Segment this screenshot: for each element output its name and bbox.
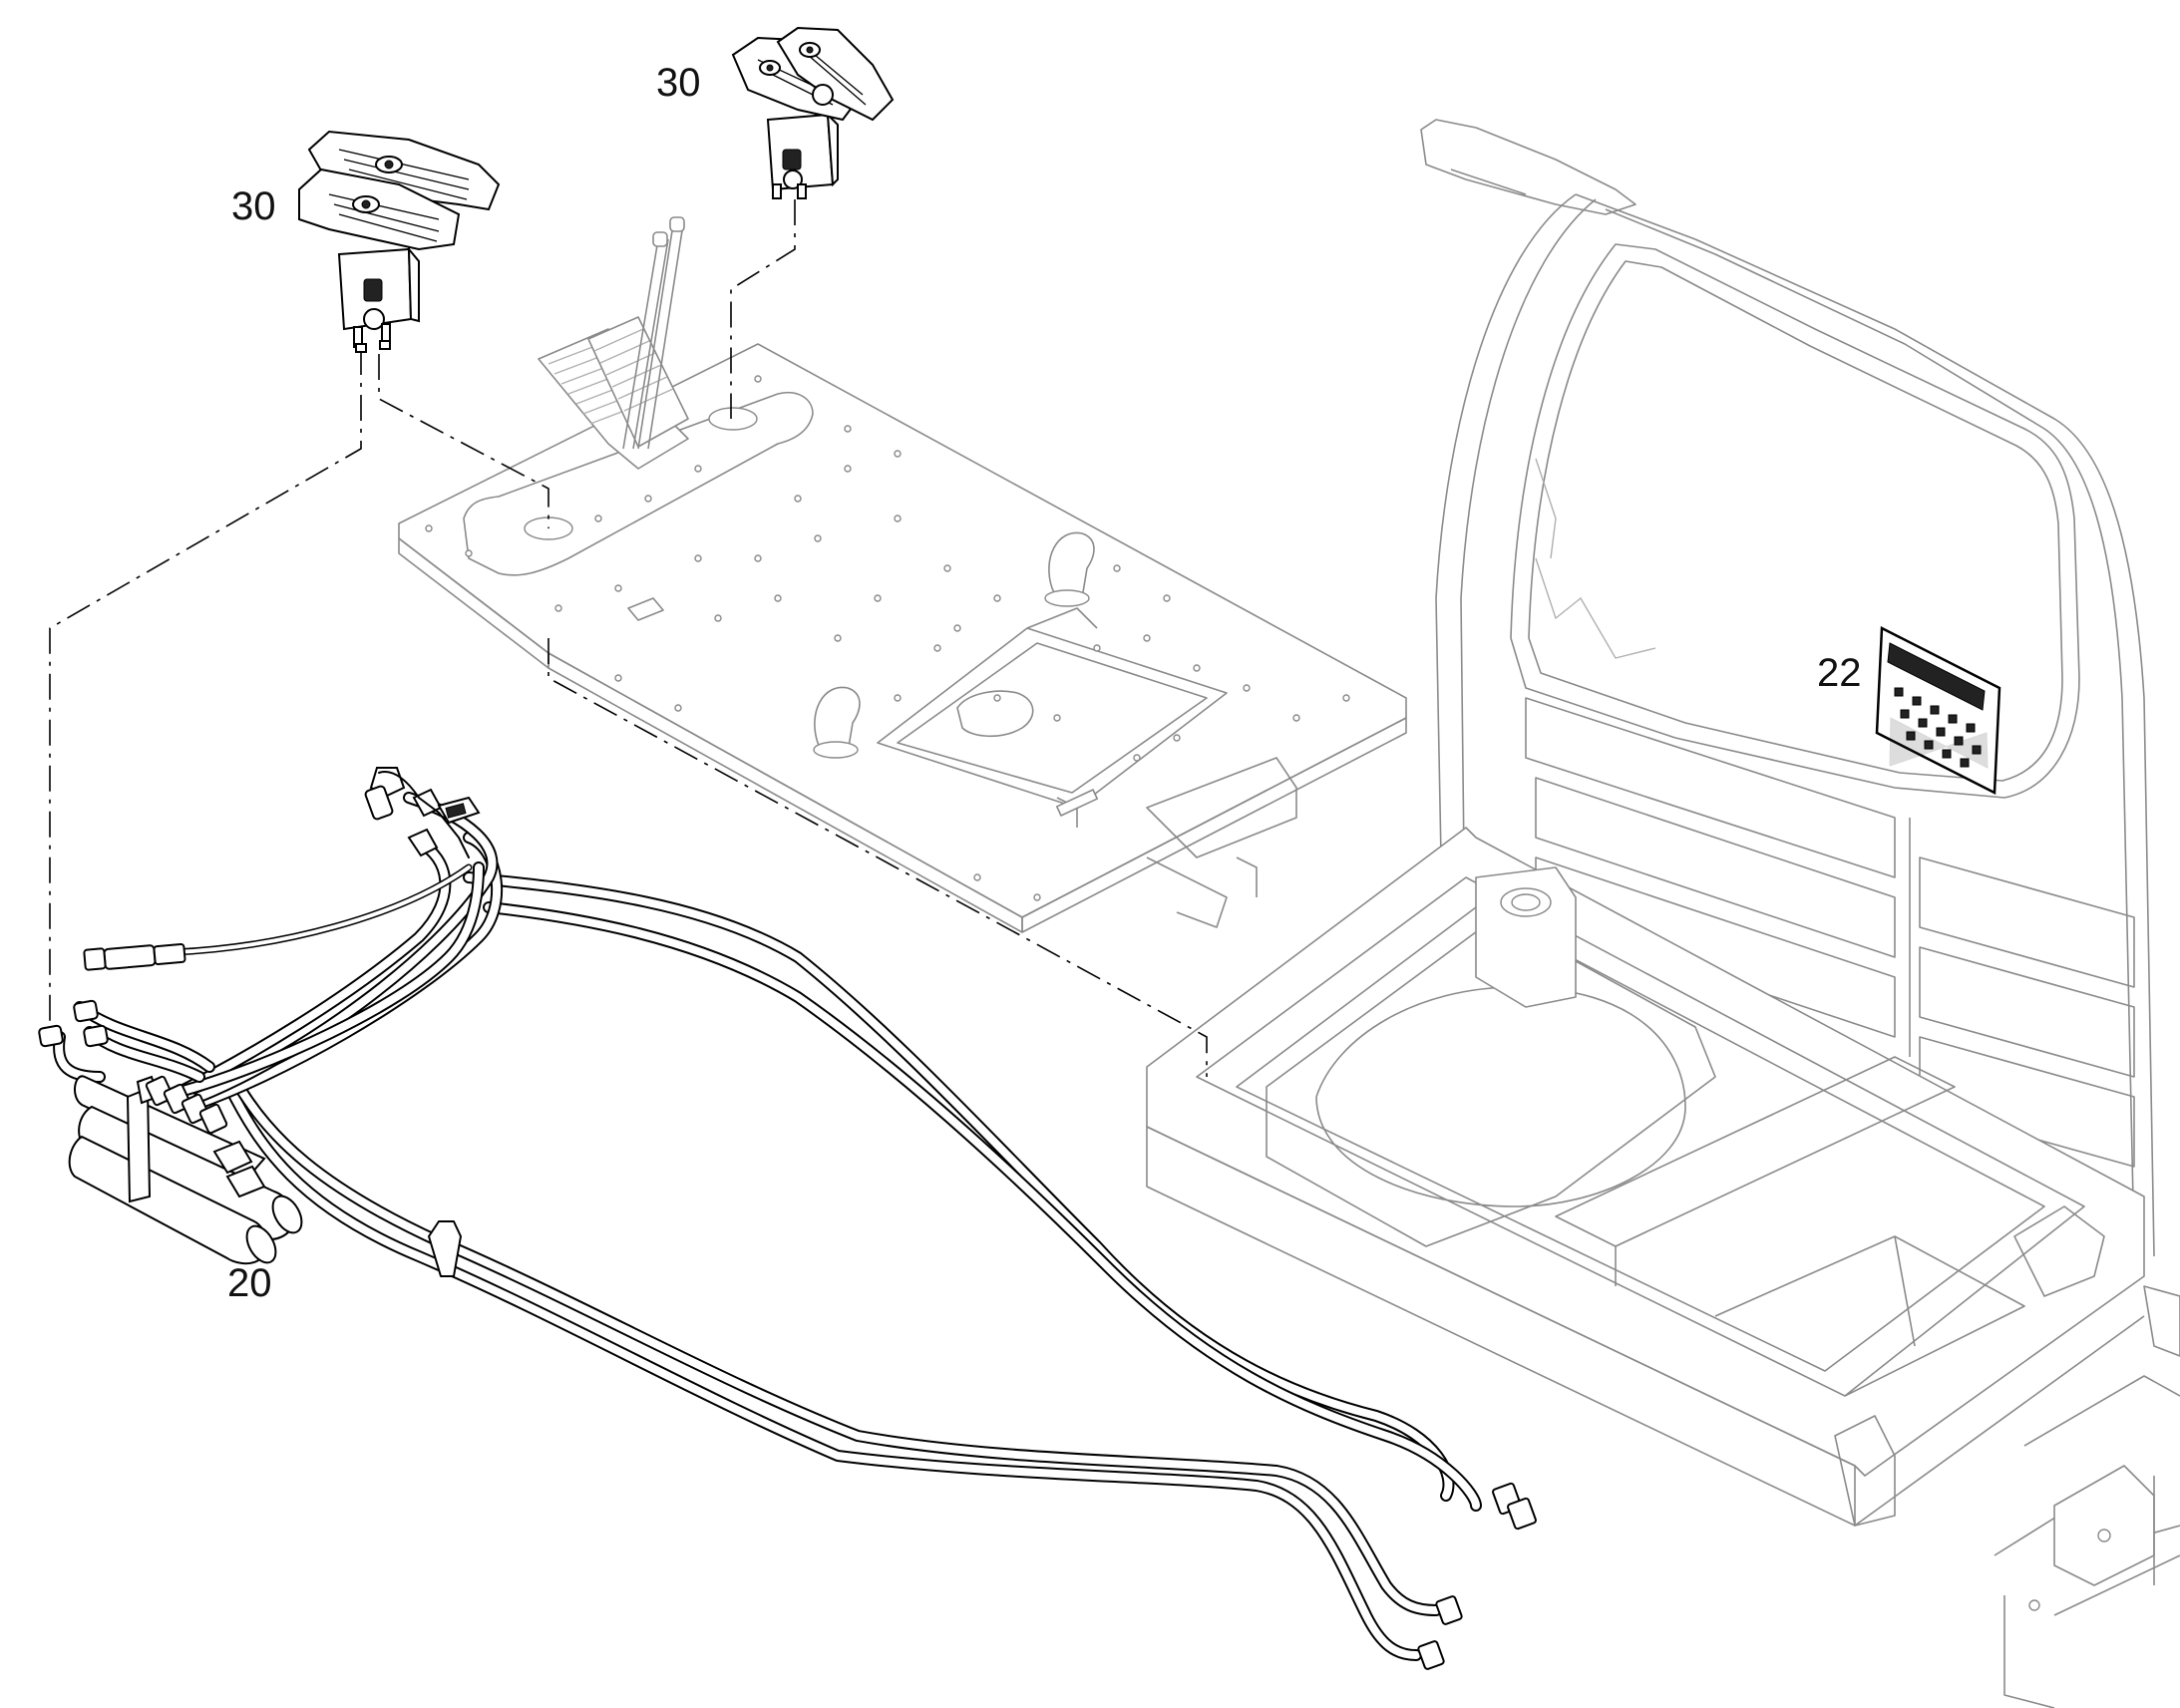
decal-label [1875,626,2001,795]
cab-frame [1146,119,2180,1708]
pedal-assembly-left [298,130,501,353]
valve-block [68,1075,303,1265]
callout-decal: 22 [1817,651,1862,695]
callout-pedal-left: 30 [231,184,276,228]
callout-pedal-right: 30 [656,61,701,105]
pedal-assembly-right [731,26,895,199]
floor-plate [398,216,1407,933]
callout-valve-block: 20 [227,1261,272,1305]
hose-assembly [38,767,1537,1670]
leader-lines [49,199,1208,1077]
